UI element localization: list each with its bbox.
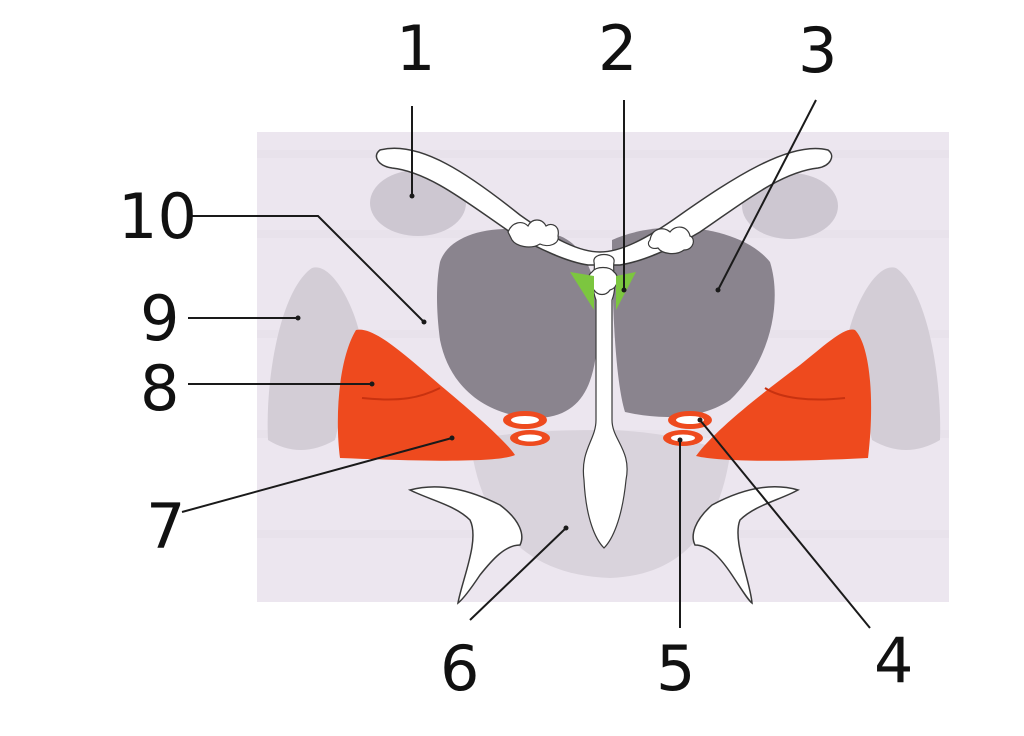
- stria-medullaris-left: [570, 272, 594, 310]
- leader-line-10: [188, 215, 425, 323]
- leader-endpoints: [295, 193, 721, 531]
- label-10: 10: [118, 180, 197, 253]
- thalamus-left: [437, 228, 599, 418]
- leader-line-7: [181, 437, 453, 513]
- lentiform-division-right: [764, 387, 846, 401]
- leader-line-4: [699, 419, 871, 629]
- temporal-white-right: [692, 486, 800, 605]
- label-4: 4: [874, 624, 913, 697]
- label-7: 7: [146, 490, 185, 563]
- label-1: 1: [396, 12, 435, 85]
- label-9: 9: [140, 282, 179, 355]
- caudate-right: [742, 173, 838, 239]
- thalamus-right: [612, 227, 775, 417]
- leader-line-6: [469, 527, 567, 621]
- label-6: 6: [440, 632, 479, 705]
- label-2: 2: [598, 12, 637, 85]
- label-8: 8: [140, 352, 179, 425]
- label-5: 5: [656, 632, 695, 705]
- choroid-plexus-right: [647, 226, 694, 255]
- lentiform-nucleus-left: [337, 329, 515, 461]
- choroid-plexus-left: [507, 219, 559, 248]
- lentiform-division-left: [361, 387, 441, 401]
- third-ventricle: [582, 253, 628, 549]
- subthalamic-nuclei-left: [503, 411, 550, 446]
- insular-cortex-left: [267, 267, 360, 450]
- subthalamic-nuclei-right: [663, 411, 712, 446]
- label-3: 3: [798, 14, 837, 87]
- leader-line-3: [717, 99, 817, 291]
- temporal-white-left: [407, 486, 523, 605]
